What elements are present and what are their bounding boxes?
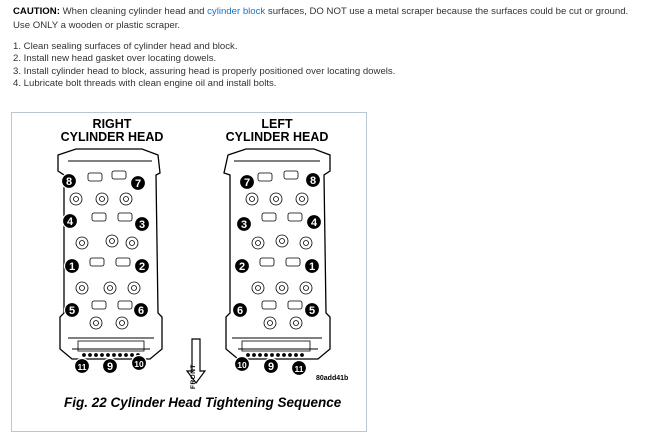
bolt-number: 10 [134,359,144,369]
bolt-number: 11 [78,362,87,372]
bolt-marker-2: 2 [233,257,251,275]
bolt-marker-6: 6 [132,301,150,319]
procedure-steps: 1. Clean sealing surfaces of cylinder he… [13,41,395,91]
bolt-number: 9 [107,361,113,373]
bolt-number: 8 [310,175,316,187]
bolt-number: 6 [237,305,243,317]
bolt-marker-1: 1 [303,257,321,275]
bolt-marker-5: 5 [63,301,81,319]
bolt-number: 7 [244,177,250,189]
bolt-marker-7: 7 [129,174,147,192]
bolt-number: 3 [139,219,145,231]
caution-text-2: surfaces, DO NOT use a metal scraper bec… [13,6,629,31]
bolt-number: 2 [139,261,145,273]
left-cylinder-head [223,148,331,360]
bolt-number: 10 [237,360,247,370]
bolt-marker-4: 4 [305,213,323,231]
bolt-marker-3: 3 [133,215,151,233]
bolt-marker-10: 10 [130,354,148,372]
step-item: 4. Lubricate bolt threads with clean eng… [13,78,277,90]
bolt-marker-10: 10 [233,355,251,373]
bolt-number: 6 [138,305,144,317]
bolt-marker-7: 7 [238,173,256,191]
bolt-marker-11: 11 [73,357,91,375]
bolt-marker-11: 11 [290,359,308,377]
bolt-number: 2 [239,261,245,273]
bolt-marker-9: 9 [262,357,280,375]
step-item: 2. Install new head gasket over locating… [13,53,217,65]
bolt-marker-8: 8 [304,171,322,189]
cylinder-head-diagram: 8 7 4 3 1 2 5 6 11 9 10 7 8 3 4 2 1 6 5 10 9 11 [57,148,331,384]
bolt-marker-2: 2 [133,257,151,275]
bolt-number: 1 [309,261,315,273]
cylinder-block-link[interactable]: cylinder block [207,6,266,17]
bolt-number: 7 [135,178,141,190]
front-arrow-icon [185,338,207,384]
bolt-number: 3 [241,219,247,231]
step-item: 1. Clean sealing surfaces of cylinder he… [13,41,238,52]
bolt-number: 5 [69,305,75,317]
bolt-number: 11 [295,364,304,374]
bolt-number: 4 [311,217,318,229]
figure-caption: Fig. 22 Cylinder Head Tightening Sequenc… [64,395,342,410]
figure-code: 80add41b [316,375,349,382]
bolt-marker-3: 3 [235,215,253,233]
caution-paragraph: CAUTION: When cleaning cylinder head and… [13,5,643,32]
bolt-marker-8: 8 [60,172,78,190]
footer-links-cutoff [11,430,365,435]
front-label: FRONT [190,364,197,389]
bolt-number: 1 [69,261,75,273]
bolt-marker-1: 1 [63,257,81,275]
caution-label: CAUTION: [13,6,60,17]
bolt-number: 8 [66,176,72,188]
bolt-marker-6: 6 [231,301,249,319]
bolt-number: 4 [67,216,74,228]
step-item: 3. Install cylinder head to block, assur… [13,65,396,77]
caution-text-1: When cleaning cylinder head and [59,6,208,17]
tightening-sequence-figure[interactable]: RIGHT CYLINDER HEAD LEFT CYLINDER HEAD 8… [11,112,367,432]
bolt-marker-5: 5 [303,301,321,319]
bolt-number: 9 [268,361,274,373]
bolt-marker-4: 4 [61,212,79,230]
bolt-number: 5 [309,305,315,317]
bolt-marker-9: 9 [101,357,119,375]
right-head-title: RIGHT CYLINDER HEAD [60,117,164,144]
left-head-title: LEFT CYLINDER HEAD [225,117,329,144]
